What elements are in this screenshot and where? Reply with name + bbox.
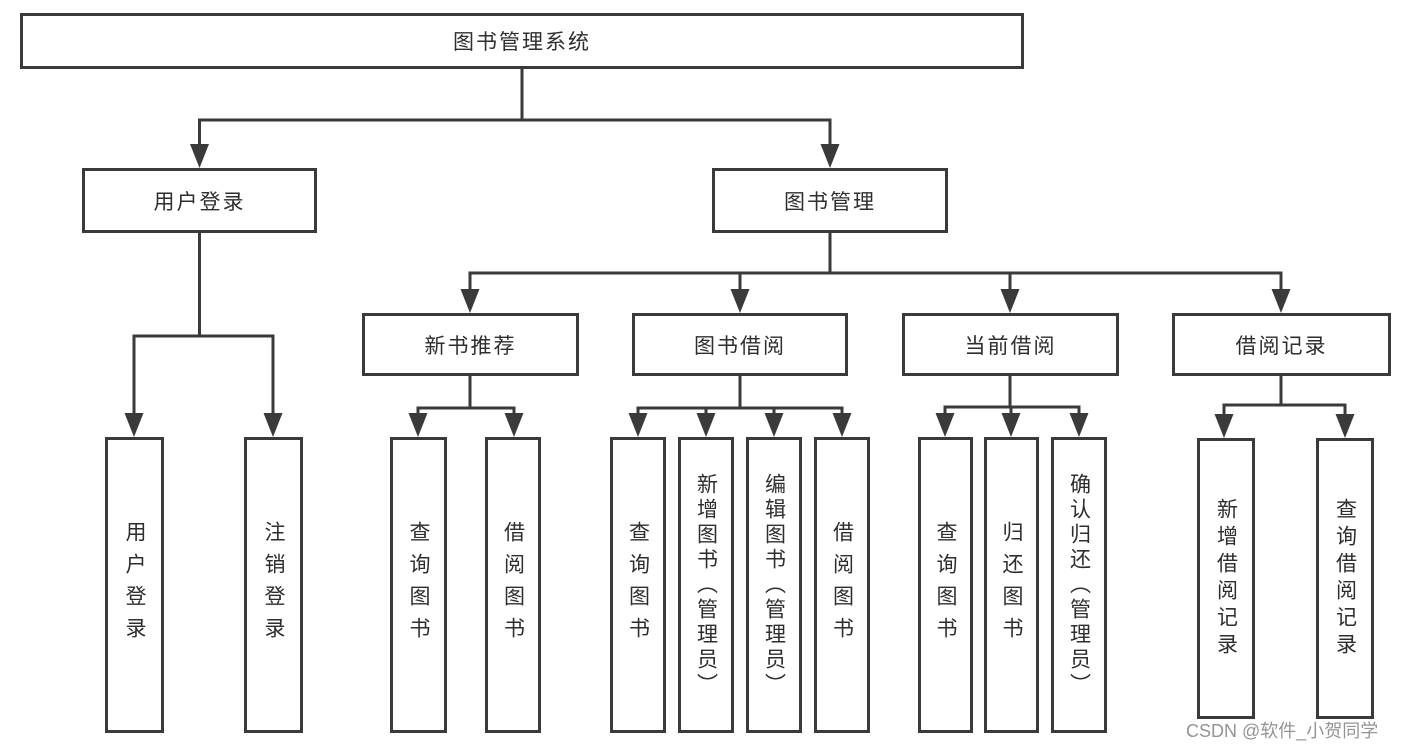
connector-paths bbox=[132, 67, 1347, 424]
leaf-label: 新增图书（管理员） bbox=[694, 472, 718, 698]
arrowhead-icons bbox=[124, 144, 1355, 438]
leaf-label: 注销登录 bbox=[262, 521, 285, 649]
node-book-management: 图书管理 bbox=[712, 168, 948, 233]
node-current-borrowing: 当前借阅 bbox=[902, 313, 1119, 376]
leaf-user-login: 用户登录 bbox=[105, 437, 164, 733]
leaf-label: 归还图书 bbox=[1000, 521, 1023, 649]
node-new-book-recommendation: 新书推荐 bbox=[362, 313, 579, 376]
leaf-confirm-return-admin: 确认归还（管理员） bbox=[1051, 437, 1107, 733]
node-user-login: 用户登录 bbox=[82, 168, 317, 233]
leaf-logout: 注销登录 bbox=[244, 437, 303, 733]
leaf-add-borrow-record: 新增借阅记录 bbox=[1197, 438, 1255, 719]
leaf-return-books: 归还图书 bbox=[984, 437, 1039, 733]
leaf-edit-books-admin: 编辑图书（管理员） bbox=[746, 437, 802, 733]
leaf-label: 查询图书 bbox=[626, 521, 650, 649]
leaf-label: 借阅图书 bbox=[830, 521, 854, 649]
leaf-query-books-borrow: 查询图书 bbox=[610, 437, 666, 733]
leaf-label: 编辑图书（管理员） bbox=[762, 472, 786, 698]
leaf-label: 新增借阅记录 bbox=[1214, 497, 1238, 660]
node-library-management-system: 图书管理系统 bbox=[20, 13, 1024, 69]
leaf-query-borrow-record: 查询借阅记录 bbox=[1316, 438, 1374, 719]
leaf-query-books-recommend: 查询图书 bbox=[390, 437, 447, 733]
leaf-label: 查询图书 bbox=[934, 521, 957, 649]
leaf-borrow-books: 借阅图书 bbox=[814, 437, 870, 733]
leaf-borrow-books-recommend: 借阅图书 bbox=[485, 437, 541, 733]
leaf-label: 查询借阅记录 bbox=[1333, 497, 1357, 660]
csdn-watermark: CSDN @软件_小贺同学 bbox=[1186, 721, 1379, 741]
leaf-query-books-current: 查询图书 bbox=[918, 437, 973, 733]
leaf-label: 查询图书 bbox=[407, 521, 430, 649]
leaf-label: 确认归还（管理员） bbox=[1067, 472, 1091, 698]
leaf-add-books-admin: 新增图书（管理员） bbox=[678, 437, 734, 733]
node-borrowing-records: 借阅记录 bbox=[1172, 313, 1391, 376]
leaf-label: 用户登录 bbox=[123, 521, 146, 649]
leaf-label: 借阅图书 bbox=[501, 521, 525, 649]
node-book-borrowing: 图书借阅 bbox=[632, 313, 848, 376]
